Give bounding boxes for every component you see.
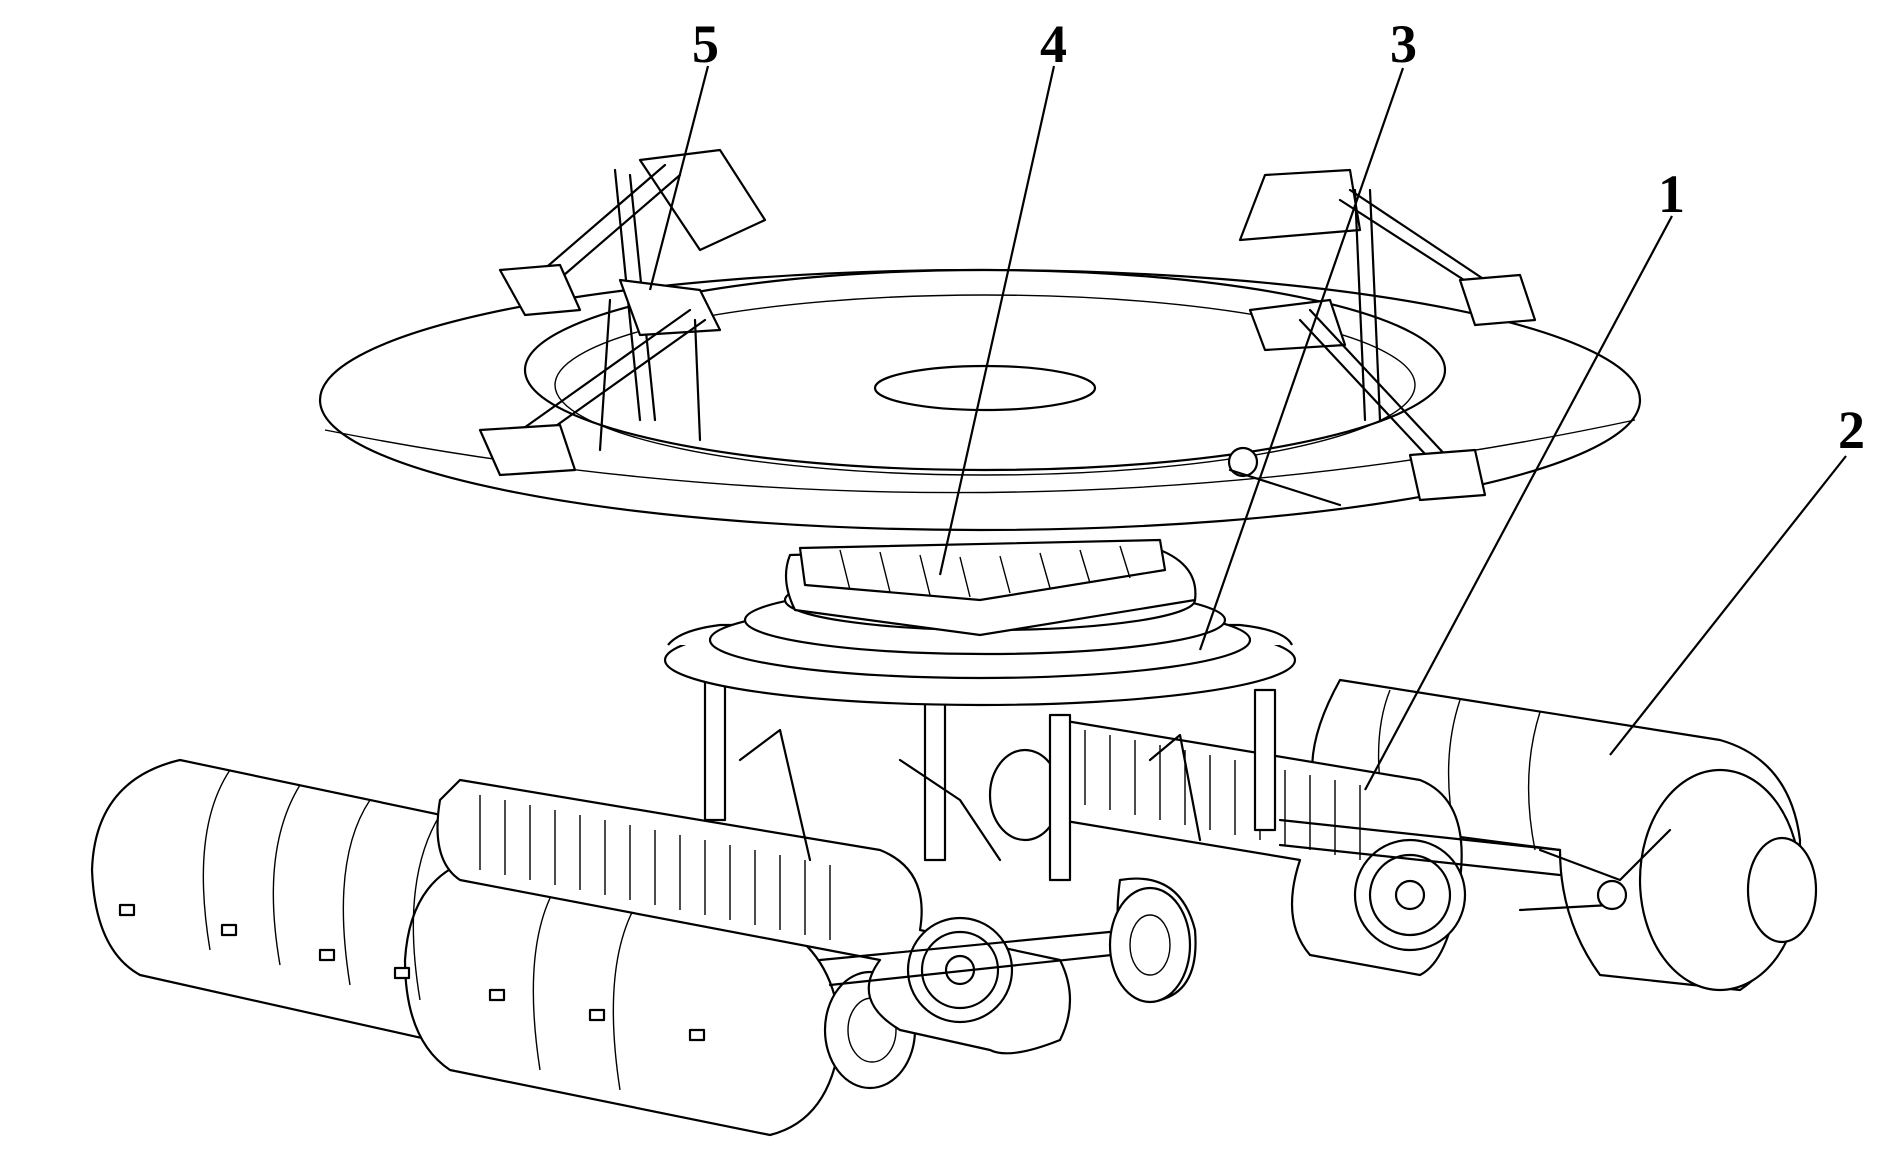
- axle-assembly: [818, 748, 1562, 1004]
- callout-5: 5: [648, 14, 719, 291]
- central-frame: [703, 678, 1277, 882]
- lifting-arm-front-left: [478, 278, 722, 477]
- callout-3-number: 3: [1390, 14, 1417, 74]
- callout-1: 1: [1364, 164, 1685, 791]
- callout-4: 4: [938, 14, 1067, 576]
- callout-1-number: 1: [1658, 164, 1685, 224]
- callout-5-number: 5: [692, 14, 719, 74]
- lifting-arm-rear-right: [1238, 168, 1537, 422]
- tilting-block: [784, 538, 1197, 637]
- lifting-arm-front-right: [1227, 298, 1487, 507]
- callout-3: 3: [1198, 14, 1417, 651]
- right-float-pontoon: [1311, 678, 1818, 992]
- callout-2: 2: [1609, 400, 1865, 756]
- crawler-track-right: [1048, 718, 1467, 977]
- callout-2-number: 2: [1838, 400, 1865, 460]
- callout-4-number: 4: [1040, 14, 1067, 74]
